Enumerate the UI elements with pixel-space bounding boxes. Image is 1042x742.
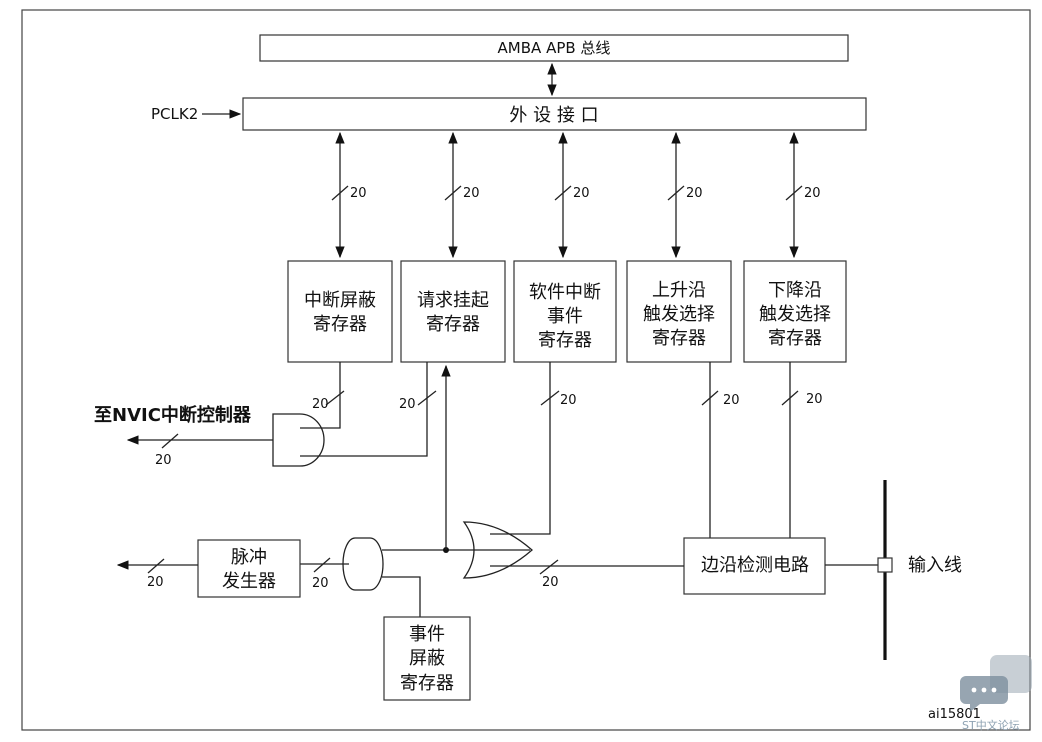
pulse-generator-box	[197, 539, 301, 598]
register-label-line1: 下降沿	[768, 280, 822, 301]
register-box	[743, 260, 847, 363]
bus-width-label: 20	[542, 575, 559, 590]
input-line-label: 输入线	[908, 555, 962, 576]
register-label-line2: 触发选择	[759, 304, 831, 325]
bus-width-label: 20	[560, 393, 577, 408]
bus-slash	[313, 557, 331, 573]
bus-width-label: 20	[350, 186, 367, 201]
bus-slash	[781, 390, 799, 406]
register-box	[513, 260, 617, 363]
interrupt-mask-register: 中断屏蔽 寄存器	[287, 260, 393, 363]
register-label-line2: 触发选择	[643, 304, 715, 325]
event-mask-to-and-wire	[382, 576, 421, 617]
register-label-line3: 寄存器	[538, 330, 592, 351]
register-label-line1: 请求挂起	[417, 290, 489, 311]
register-label-line3: 寄存器	[400, 673, 454, 694]
bus-width-label: 20	[573, 186, 590, 201]
bus-width-label: 20	[804, 186, 821, 201]
register-label-line2: 屏蔽	[409, 648, 445, 669]
pulse-generator-line1: 脉冲	[231, 547, 267, 568]
bus-slash	[417, 390, 437, 406]
bus-width-label: 20	[312, 397, 329, 412]
bus-slash	[539, 559, 559, 575]
figure-id: ai15801	[928, 707, 981, 722]
bus-width-label: 20	[806, 392, 823, 407]
register-label-line1: 软件中断	[529, 282, 601, 303]
bus-slash	[701, 390, 719, 406]
bus-width-label: 20	[723, 393, 740, 408]
edge-detection-label: 边沿检测电路	[701, 555, 809, 576]
register-box	[626, 260, 732, 363]
register-label-line3: 寄存器	[652, 328, 706, 349]
bus-slash	[331, 185, 349, 201]
register-label-line2: 寄存器	[426, 314, 480, 335]
register-box	[383, 616, 471, 701]
bus-slash	[554, 185, 572, 201]
bus-falling-trigger: 20	[785, 131, 821, 259]
pending-to-and-wire	[300, 362, 428, 457]
nvic-and-gate	[272, 413, 325, 467]
peripheral-interface-label: 外 设 接 口	[509, 105, 598, 126]
apb-bus-label: AMBA APB 总线	[498, 39, 611, 57]
apb-bus-bar	[259, 34, 849, 62]
watermark-label: ST中文论坛	[962, 718, 1020, 732]
peripheral-interface-box	[242, 97, 867, 131]
software-interrupt-event-register: 软件中断 事件 寄存器	[513, 260, 617, 363]
bus-pending: 20	[444, 131, 480, 259]
pclk2-label: PCLK2	[151, 105, 198, 123]
dot-icon	[991, 687, 997, 693]
bus-slash	[147, 558, 165, 574]
edge-detection-box	[683, 537, 826, 595]
bus-interrupt-mask: 20	[331, 131, 367, 259]
bus-slash	[444, 185, 462, 201]
bus-software-interrupt: 20	[554, 131, 590, 259]
bus-width-label: 20	[686, 186, 703, 201]
pending-register: 请求挂起 寄存器	[400, 260, 506, 363]
bus-rising-trigger: 20	[667, 131, 703, 259]
register-label-line3: 寄存器	[768, 328, 822, 349]
bus-width-label: 20	[147, 575, 164, 590]
bus-width-label: 20	[399, 397, 416, 412]
falling-trigger-selection-register: 下降沿 触发选择 寄存器	[743, 260, 847, 363]
rising-trigger-selection-register: 上升沿 触发选择 寄存器	[626, 260, 732, 363]
register-label-line1: 上升沿	[652, 280, 706, 301]
register-label-line2: 寄存器	[313, 314, 367, 335]
dot-icon	[971, 687, 977, 693]
bus-slash	[325, 390, 345, 406]
bus-slash	[161, 433, 179, 449]
nvic-output-label: 至NVIC中断控制器	[94, 404, 252, 426]
swier-to-or-wire	[490, 362, 551, 535]
register-label-line1: 中断屏蔽	[304, 290, 376, 311]
bus-width-label: 20	[463, 186, 480, 201]
dot-icon	[981, 687, 987, 693]
chat-bubble-icon	[960, 676, 1008, 712]
bus-slash	[667, 185, 685, 201]
pulse-generator: 脉冲 发生器	[197, 539, 301, 598]
event-and-gate	[342, 537, 384, 591]
event-mask-register: 事件 屏蔽 寄存器	[383, 616, 471, 701]
register-box	[400, 260, 506, 363]
register-label-line1: 事件	[409, 624, 445, 645]
register-label-line2: 事件	[547, 306, 583, 327]
input-pin	[877, 557, 893, 573]
bus-width-label: 20	[312, 576, 329, 591]
bus-slash	[540, 390, 560, 406]
bus-width-label: 20	[155, 453, 172, 468]
mask-to-and-wire	[300, 362, 341, 429]
register-box	[287, 260, 393, 363]
pulse-generator-line2: 发生器	[222, 571, 276, 592]
watermark-logo: ST中文论坛	[960, 655, 1032, 732]
outer-frame	[21, 9, 1031, 731]
bus-slash	[785, 185, 803, 201]
